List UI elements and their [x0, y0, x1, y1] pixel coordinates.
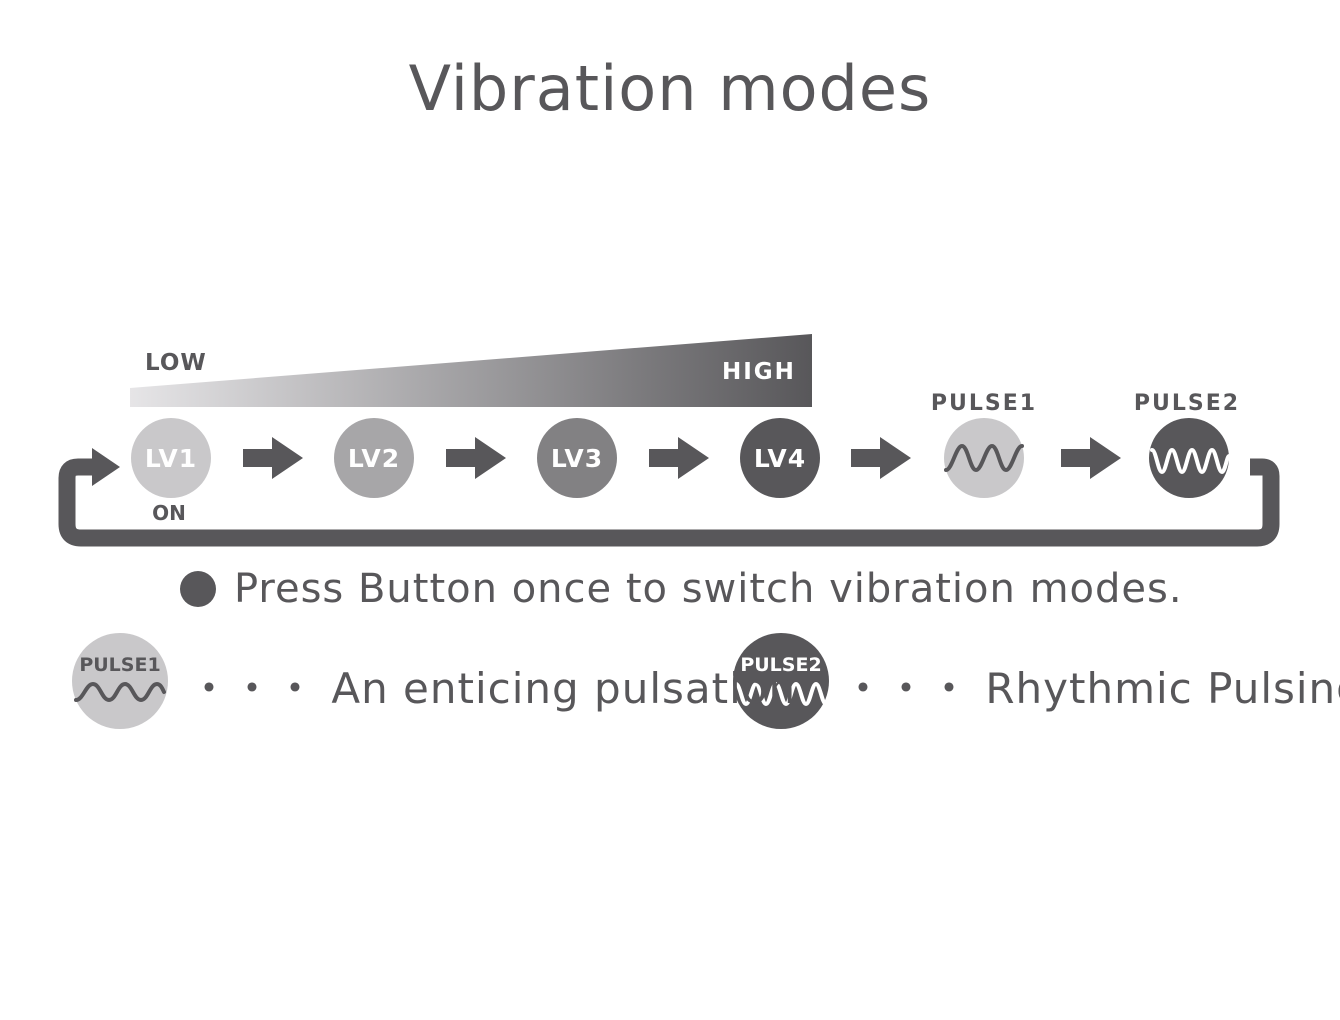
mode-pulse1-label: PULSE1 [931, 391, 1037, 416]
loop-line [58, 458, 1280, 547]
mode-lv1-circle [131, 418, 211, 498]
mode-lv1-label: LV1 [145, 444, 197, 473]
intensity-ramp [130, 334, 812, 407]
pulse1-wave-icon [944, 443, 1024, 473]
mode-lv4-circle [740, 418, 820, 498]
mode-pulse2-label: PULSE2 [1134, 391, 1240, 416]
legend-pulse1-wave-icon [74, 681, 166, 703]
mode-lv3-label: LV3 [551, 444, 603, 473]
mode-lv2-circle [334, 418, 414, 498]
arrow-icon [1061, 437, 1121, 479]
low-label: LOW [145, 350, 207, 376]
flow-arrows [243, 437, 1121, 479]
arrow-icon [446, 437, 506, 479]
legend-pulse1-label: PULSE1 [79, 654, 160, 676]
page-title: Vibration modes [408, 52, 932, 125]
mode-lv3-circle [537, 418, 617, 498]
mode-lv2-label: LV2 [348, 444, 400, 473]
high-label: HIGH [722, 359, 796, 385]
mode-lv4-label: LV4 [754, 444, 806, 473]
arrow-icon [243, 437, 303, 479]
instruction-text: Press Button once to switch vibration mo… [234, 566, 1183, 612]
legend-pulse2-wave-icon [734, 681, 828, 707]
legend-pulse1-description: ・・・ An enticing pulsation [188, 664, 797, 713]
instruction-caption: Press Button once to switch vibration mo… [180, 566, 1183, 612]
legend-pulse1-circle [72, 633, 168, 729]
arrow-icon [851, 437, 911, 479]
arrow-icon [649, 437, 709, 479]
pulse2-wave-icon [1150, 447, 1231, 475]
legend-pulse2-description: ・・・ Rhythmic Pulsing [842, 664, 1340, 713]
loop-arrowhead [92, 448, 120, 486]
on-label: ON [152, 501, 186, 525]
legend-pulse2-label: PULSE2 [740, 654, 821, 676]
bullet-dot-icon [180, 571, 216, 607]
